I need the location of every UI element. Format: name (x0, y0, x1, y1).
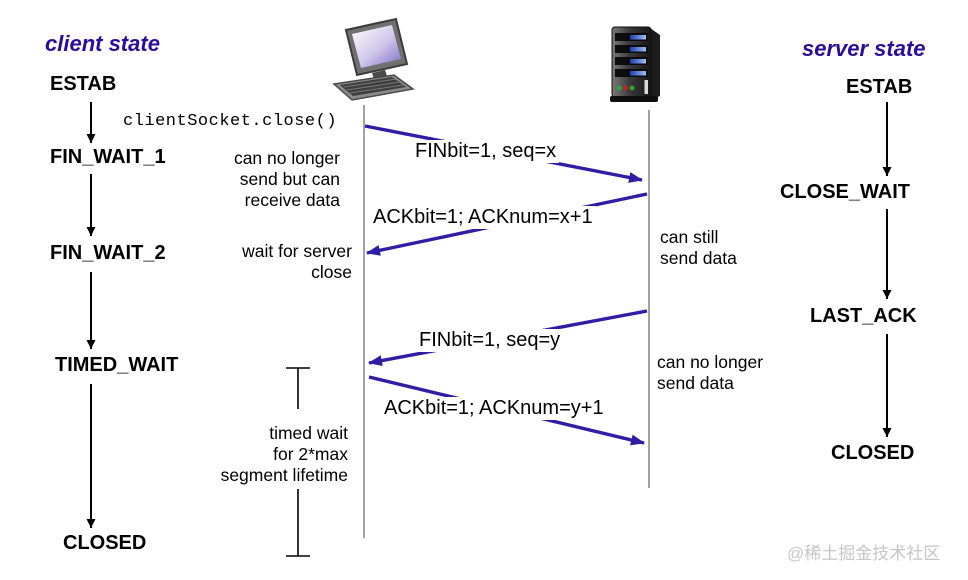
server-state-close-wait: CLOSE_WAIT (780, 181, 911, 203)
ack-y-message-label: ACKbit=1; ACKnum=y+1 (381, 397, 607, 420)
annotation-server-no-longer-send: can no longer send data (657, 352, 764, 393)
annotation-server-can-still-send: can still send data (660, 227, 737, 268)
server-state-last-ack: LAST_ACK (810, 305, 917, 327)
fin-y-message-label: FINbit=1, seq=y (416, 329, 564, 352)
server-state-closed: CLOSED (831, 442, 915, 464)
watermark: @稀土掘金技术社区 (787, 544, 941, 563)
server-state-header: server state (802, 36, 926, 61)
annotation-client-wait-close: wait for server close (242, 241, 352, 282)
client-state-header: client state (45, 31, 160, 56)
ack-x-message-label: ACKbit=1; ACKnum=x+1 (370, 206, 596, 229)
timed-wait-bracket (286, 367, 310, 557)
client-state-timed-wait: TIMED_WAIT (55, 354, 179, 376)
client-state-closed: CLOSED (63, 532, 147, 554)
client-state-fin-wait-1: FIN_WAIT_1 (50, 146, 166, 168)
message-arrows (364, 124, 648, 446)
client-socket-close-call: clientSocket.close() (123, 112, 338, 131)
annotation-client-no-longer-send: can no longer send but can receive data (233, 148, 340, 210)
client-state-estab: ESTAB (50, 73, 117, 95)
server-tower-icon (610, 26, 660, 102)
desktop-computer-icon (332, 17, 415, 101)
client-state-fin-wait-2: FIN_WAIT_2 (50, 242, 166, 264)
fin-x-message-label: FINbit=1, seq=x (412, 140, 560, 163)
annotation-client-timed-wait: timed wait for 2*max segment lifetime (220, 423, 348, 485)
server-state-estab: ESTAB (846, 76, 913, 98)
